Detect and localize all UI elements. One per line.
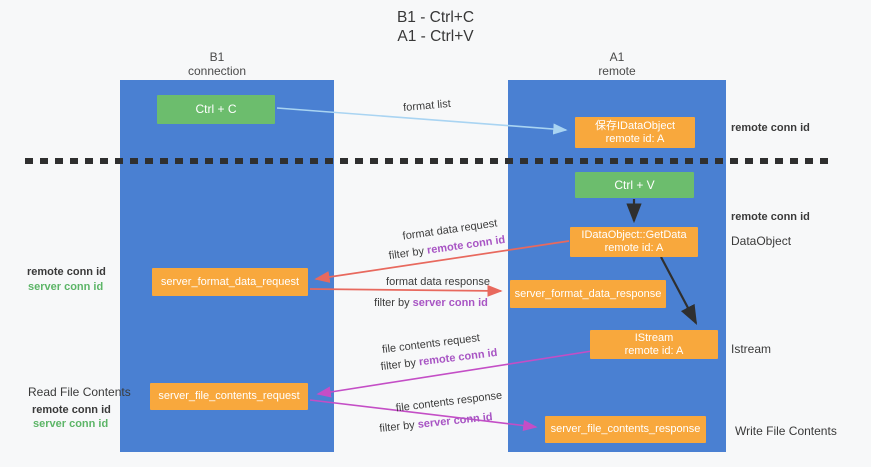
edge-format-data-response [309,284,503,297]
node-ctrl-c-label: Ctrl + C [195,102,237,116]
node-server-file-contents-request: server_file_contents_request [150,383,308,410]
column-header-b1: B1 connection [110,50,324,78]
node-ctrl-v-label: Ctrl + V [614,177,655,192]
filter-by-text: filter by [378,419,416,435]
side-label-text: remote conn id [32,404,111,416]
side-label-text: Istream [731,342,772,356]
node-ctrl-c: Ctrl + C [157,95,275,124]
label-filter-server-1: filter by server conn id [374,297,488,309]
side-label-remote-conn-id-top-right: remote conn id [731,122,810,134]
side-label-text: server conn id [33,418,109,430]
side-label-text: Write File Contents [735,424,837,438]
side-label-dataobject: DataObject [731,234,791,248]
node-getdata: IDataObject::GetData remote id: A [570,227,698,257]
side-label-text: remote conn id [731,211,810,223]
side-label-text: remote conn id [731,122,810,134]
node-istream: IStream remote id: A [590,330,718,359]
label-filter-server-2: filter by server conn id [379,411,493,435]
node-server-format-data-request: server_format_data_request [152,268,308,296]
side-label-server-conn-id-bottom-left: server conn id [33,418,108,430]
side-label-server-conn-id-top-left: server conn id [28,281,103,293]
side-label-istream: Istream [731,342,771,356]
side-label-text: Read File Contents [28,385,131,399]
node-save-dataobject: 保存IDataObject remote id: A [575,117,695,148]
column-a1-subtitle: remote [598,64,636,78]
side-label-remote-conn-id-mid-right: remote conn id [731,211,810,223]
label-format-data-response: format data response [386,276,490,288]
column-a1-title: A1 [609,50,625,64]
title-line-1: B1 - Ctrl+C [396,9,475,26]
server-conn-id-text: server conn id [412,297,488,309]
filter-by-text: filter by [388,245,425,263]
column-header-a1: A1 remote [508,50,726,78]
side-label-read-file-contents: Read File Contents [28,385,131,399]
node-ctrl-v: Ctrl + V [575,172,694,198]
side-label-text: remote conn id [27,266,106,278]
side-label-remote-conn-id-top-left: remote conn id [27,266,106,278]
node-istream-line2: remote id: A [624,344,684,357]
side-label-text: server conn id [28,281,104,293]
label-format-list-text: format list [402,97,452,115]
node-getdata-line1: IDataObject::GetData [581,229,687,241]
label-format-data-response-text: format data response [386,276,490,288]
side-label-text: DataObject [731,234,792,248]
node-server-format-data-request-label: server_format_data_request [160,275,300,288]
diagram-title: B1 - Ctrl+C A1 - Ctrl+V [0,8,871,46]
node-server-file-contents-response: server_file_contents_response [545,416,706,443]
node-server-file-contents-request-label: server_file_contents_request [158,390,300,402]
dashed-divider [25,158,832,164]
side-label-write-file-contents: Write File Contents [735,424,837,438]
column-b1-subtitle: connection [187,64,247,78]
node-server-format-data-response-label: server_format_data_response [514,287,662,300]
title-line-2: A1 - Ctrl+V [397,28,474,45]
node-server-format-data-response: server_format_data_response [510,280,666,308]
side-label-remote-conn-id-bottom-left: remote conn id [32,404,111,416]
column-b1-title: B1 [209,50,225,64]
node-save-dataobject-line1: 保存IDataObject [594,119,676,132]
filter-by-text: filter by [374,297,410,309]
node-server-file-contents-response-label: server_file_contents_response [550,423,701,435]
node-save-dataobject-line2: remote id: A [605,132,665,145]
server-conn-id-text: server conn id [417,411,494,431]
filter-by-text: filter by [380,356,417,374]
label-format-list: format list [403,98,452,114]
node-getdata-line2: remote id: A [604,242,664,254]
node-istream-line1: IStream [634,331,674,344]
